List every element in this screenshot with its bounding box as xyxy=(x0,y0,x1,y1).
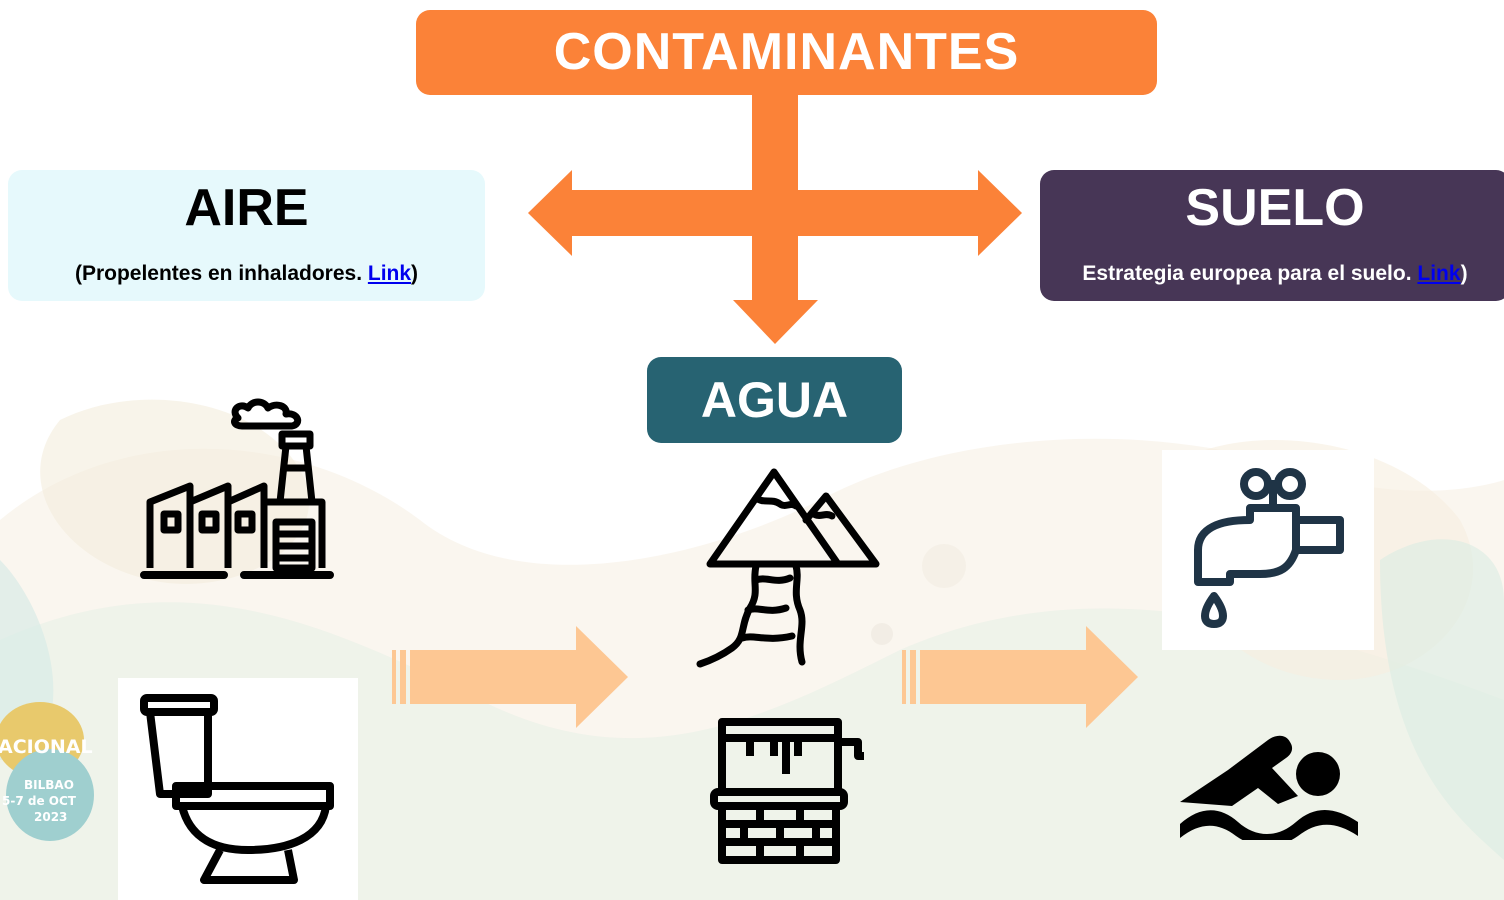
suelo-heading: SUELO xyxy=(1185,179,1365,237)
logo-shape xyxy=(0,702,94,841)
suelo-note-prefix: Estrategia europea para el suelo. xyxy=(1082,262,1418,285)
congress-logo: ACIONAL BILBAO 5-7 de OCT 2023 xyxy=(0,700,100,850)
aire-note-suffix: ) xyxy=(411,262,419,285)
suelo-box: SUELO Estrategia europea para el suelo. … xyxy=(1040,170,1504,301)
contaminantes-title-box: CONTAMINANTES xyxy=(416,10,1157,95)
logo-line-2: BILBAO xyxy=(24,778,74,792)
aire-note: (Propelentes en inhaladores. Link) xyxy=(8,262,485,286)
faucet-icon xyxy=(1194,468,1344,628)
logo-line-3: 5-7 de OCT xyxy=(2,794,76,808)
flow-arrow-right xyxy=(902,626,1138,728)
branch-arrows xyxy=(528,92,1022,344)
suelo-link[interactable]: Link xyxy=(1417,262,1461,285)
arrow-down-head xyxy=(733,300,818,344)
agua-box: AGUA xyxy=(647,357,902,443)
toilet-icon xyxy=(140,694,334,884)
horizontal-bar xyxy=(570,190,980,236)
agua-heading: AGUA xyxy=(700,372,849,428)
mountain-river-icon xyxy=(696,468,880,668)
suelo-note: Estrategia europea para el suelo. Link) xyxy=(1040,262,1504,286)
aire-link[interactable]: Link xyxy=(367,262,412,285)
factory-icon xyxy=(140,398,334,579)
aire-heading: AIRE xyxy=(184,179,309,237)
title-text: CONTAMINANTES xyxy=(553,23,1020,81)
logo-line-1: ACIONAL xyxy=(0,736,93,758)
aire-note-prefix: (Propelentes en inhaladores. xyxy=(74,262,368,285)
arrow-right-head xyxy=(978,170,1022,256)
arrow-left-head xyxy=(528,170,572,256)
swimmer-icon xyxy=(1180,735,1358,840)
well-icon xyxy=(710,718,864,864)
logo-line-4: 2023 xyxy=(34,810,68,824)
suelo-note-suffix: ) xyxy=(1460,262,1468,285)
aire-box: AIRE (Propelentes en inhaladores. Link) xyxy=(8,170,485,301)
flow-arrow-left xyxy=(392,626,628,728)
